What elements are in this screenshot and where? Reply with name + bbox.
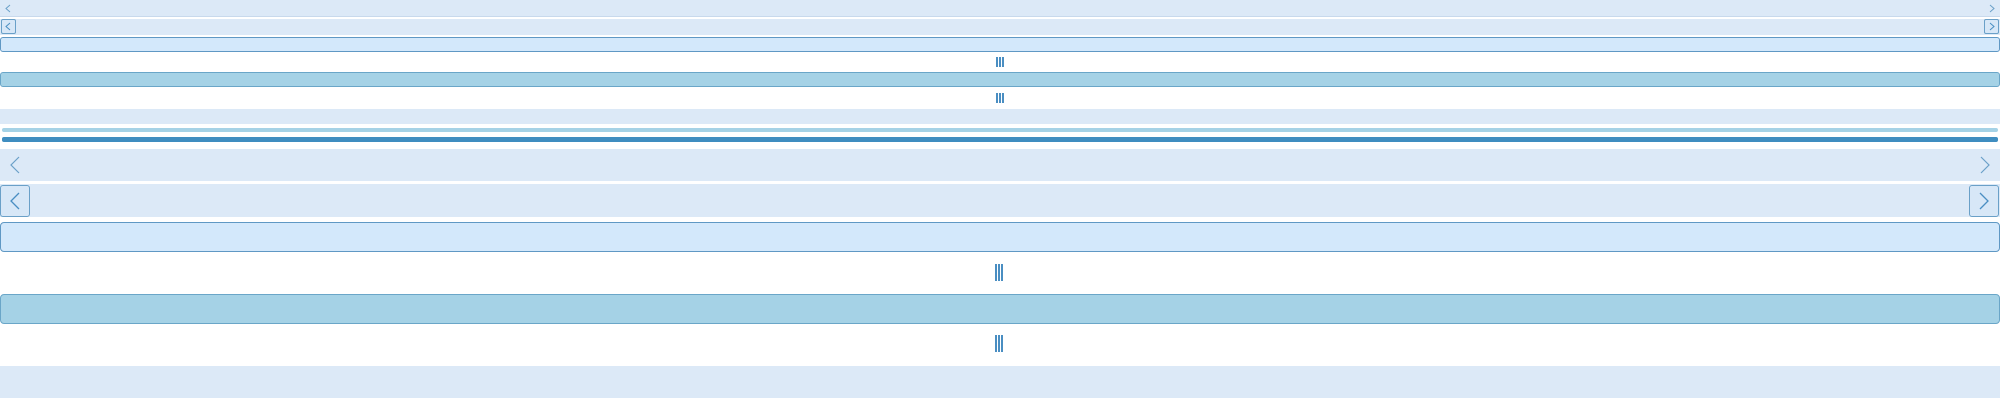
- scrollbar-thin-thumb[interactable]: [2, 128, 1998, 132]
- scrollbar-thumb-small-active[interactable]: [0, 72, 2000, 87]
- scroll-right-button[interactable]: [1969, 185, 1999, 217]
- chevron-right-icon[interactable]: [1978, 156, 1992, 174]
- scrollbar-track-plain-large[interactable]: [0, 149, 2000, 181]
- scrollbar-track-buttons-large[interactable]: [0, 184, 2000, 217]
- scroll-right-button[interactable]: [1984, 19, 1999, 34]
- scrollbar-thin-thumb-active[interactable]: [2, 137, 1998, 142]
- scroll-left-button[interactable]: [0, 185, 30, 217]
- grip-icon[interactable]: [996, 57, 1004, 67]
- grip-icon[interactable]: [996, 93, 1004, 103]
- scrollbar-track-buttons-small[interactable]: [0, 19, 2000, 35]
- scrollbar-thumb-large[interactable]: [0, 222, 2000, 252]
- scrollbar-track-plain-small[interactable]: [0, 0, 2000, 17]
- scroll-left-button[interactable]: [1, 19, 16, 34]
- scrollbar-thumb-large-active[interactable]: [0, 294, 2000, 324]
- chevron-left-icon[interactable]: [4, 4, 12, 13]
- chevron-left-icon[interactable]: [8, 156, 22, 174]
- scrollbar-thumb-small[interactable]: [0, 37, 2000, 52]
- scrollbar-track-large-empty[interactable]: [0, 366, 2000, 398]
- chevron-right-icon[interactable]: [1988, 4, 1996, 13]
- grip-icon[interactable]: [995, 264, 1003, 281]
- grip-icon[interactable]: [995, 335, 1003, 352]
- scrollbar-track-small-empty[interactable]: [0, 109, 2000, 124]
